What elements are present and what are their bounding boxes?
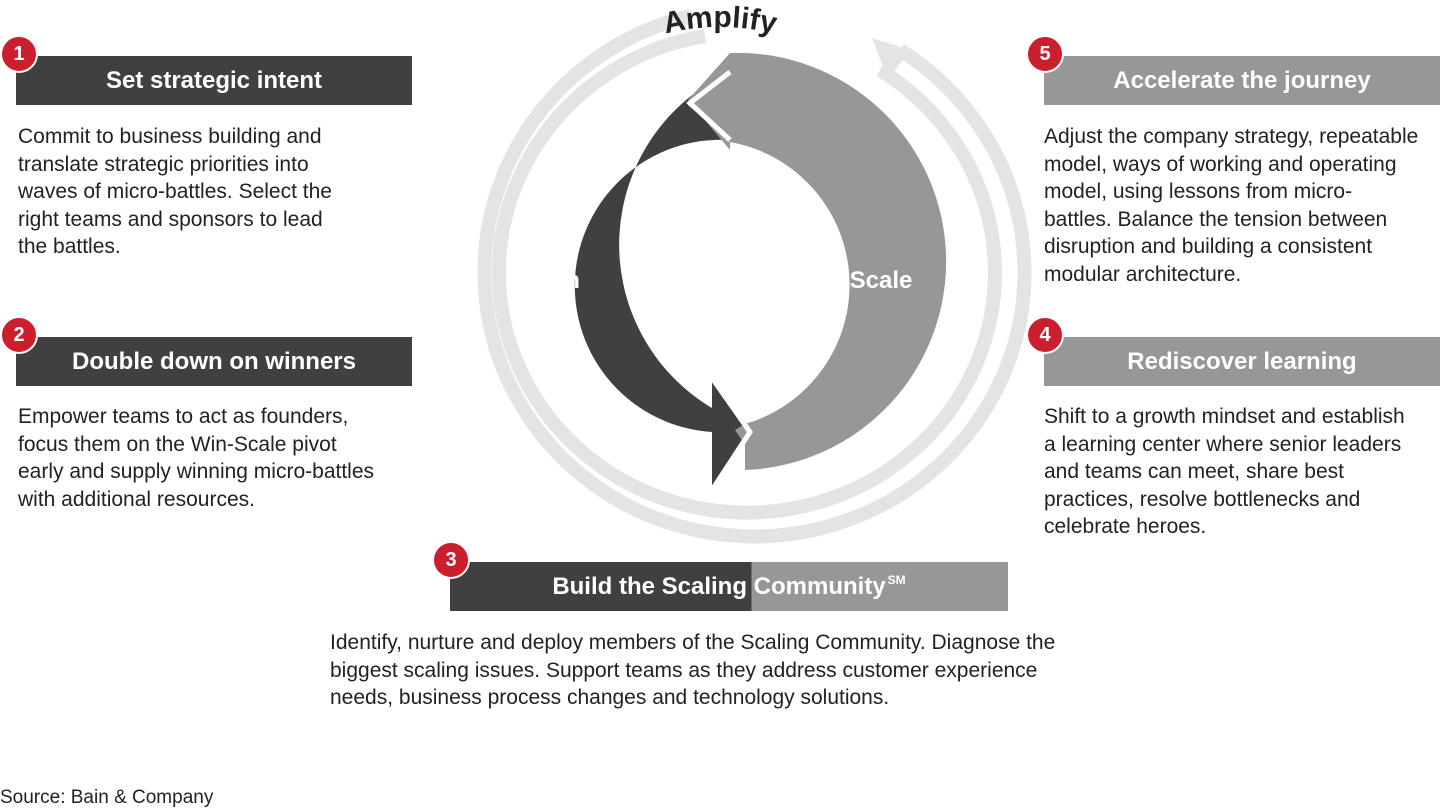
step-2-header: Double down on winners bbox=[16, 337, 412, 386]
step-4-line: a learning center where senior leaders bbox=[1044, 432, 1402, 456]
step-5-line: model, ways of working and operating bbox=[1044, 152, 1397, 176]
step-3-number: 3 bbox=[445, 548, 457, 571]
amplify-label: Amplify bbox=[660, 1, 780, 41]
step-2-line: early and supply winning micro-battles bbox=[18, 460, 375, 483]
step-2-description: Empower teams to act as founders, focus … bbox=[18, 403, 438, 513]
step-3-description: Identify, nurture and deploy members of … bbox=[330, 629, 1160, 712]
step-1-line: translate strategic priorities into bbox=[18, 152, 309, 176]
step-2-number: 2 bbox=[13, 323, 25, 346]
step-5-line: model, using lessons from micro- bbox=[1044, 180, 1353, 203]
step-1-description: Commit to business building and translat… bbox=[18, 123, 418, 261]
step-1-line: right teams and sponsors to lead bbox=[18, 207, 323, 231]
step-5-header: Accelerate the journey bbox=[1044, 56, 1440, 105]
service-mark: SM bbox=[887, 572, 906, 587]
scale-arrow bbox=[688, 52, 947, 470]
step-3-title-text: Build the Scaling Community bbox=[552, 572, 886, 600]
amplify-arrowhead bbox=[872, 38, 910, 80]
step-5-line: disruption and building a consistent bbox=[1044, 235, 1373, 258]
step-2-line: with additional resources. bbox=[18, 487, 255, 511]
step-1-line: Commit to business building and bbox=[18, 125, 322, 148]
step-1-line: the battles. bbox=[18, 235, 121, 258]
win-label: Win bbox=[536, 267, 580, 294]
step-5-line: Adjust the company strategy, repeatable bbox=[1044, 125, 1419, 148]
scale-label: Scale bbox=[850, 267, 913, 294]
step-4-line: and teams can meet, share best bbox=[1044, 460, 1344, 483]
win-arrow bbox=[574, 72, 750, 490]
step-4-title: Rediscover learning bbox=[1127, 347, 1357, 375]
step-4-description: Shift to a growth mindset and establish … bbox=[1044, 403, 1440, 541]
step-5-description: Adjust the company strategy, repeatable … bbox=[1044, 123, 1440, 288]
step-3-line: needs, business process changes and tech… bbox=[330, 686, 890, 709]
step-4-badge: 4 bbox=[1026, 316, 1064, 354]
step-4-line: practices, resolve bottlenecks and bbox=[1044, 487, 1361, 511]
step-3-line: biggest scaling issues. Support teams as… bbox=[330, 658, 1038, 682]
step-1-number: 1 bbox=[13, 42, 25, 65]
step-4-line: celebrate heroes. bbox=[1044, 515, 1207, 538]
step-1-title: Set strategic intent bbox=[105, 66, 323, 94]
step-1-badge: 1 bbox=[0, 35, 38, 73]
step-4-line: Shift to a growth mindset and establish bbox=[1044, 405, 1405, 428]
step-2-line: focus them on the Win-Scale pivot bbox=[18, 432, 337, 456]
step-2-badge: 2 bbox=[0, 316, 38, 354]
step-5-line: battles. Balance the tension between bbox=[1044, 207, 1388, 231]
amplify-ring bbox=[477, 9, 1032, 544]
step-4-number: 4 bbox=[1039, 323, 1051, 346]
step-3-badge: 3 bbox=[432, 541, 470, 579]
step-2-title: Double down on winners bbox=[72, 347, 356, 375]
step-1-header: Set strategic intent bbox=[16, 56, 412, 105]
step-5-number: 5 bbox=[1039, 42, 1051, 65]
source-note: Source: Bain & Company bbox=[0, 787, 214, 808]
step-5-title: Accelerate the journey bbox=[1113, 66, 1371, 94]
step-5-line: modular architecture. bbox=[1044, 262, 1242, 286]
step-3-line: Identify, nurture and deploy members of … bbox=[330, 631, 1056, 654]
step-4-header: Rediscover learning bbox=[1044, 337, 1440, 386]
step-5-badge: 5 bbox=[1026, 35, 1064, 73]
step-2-line: Empower teams to act as founders, bbox=[18, 405, 349, 428]
step-1-line: waves of micro-battles. Select the bbox=[18, 180, 332, 203]
